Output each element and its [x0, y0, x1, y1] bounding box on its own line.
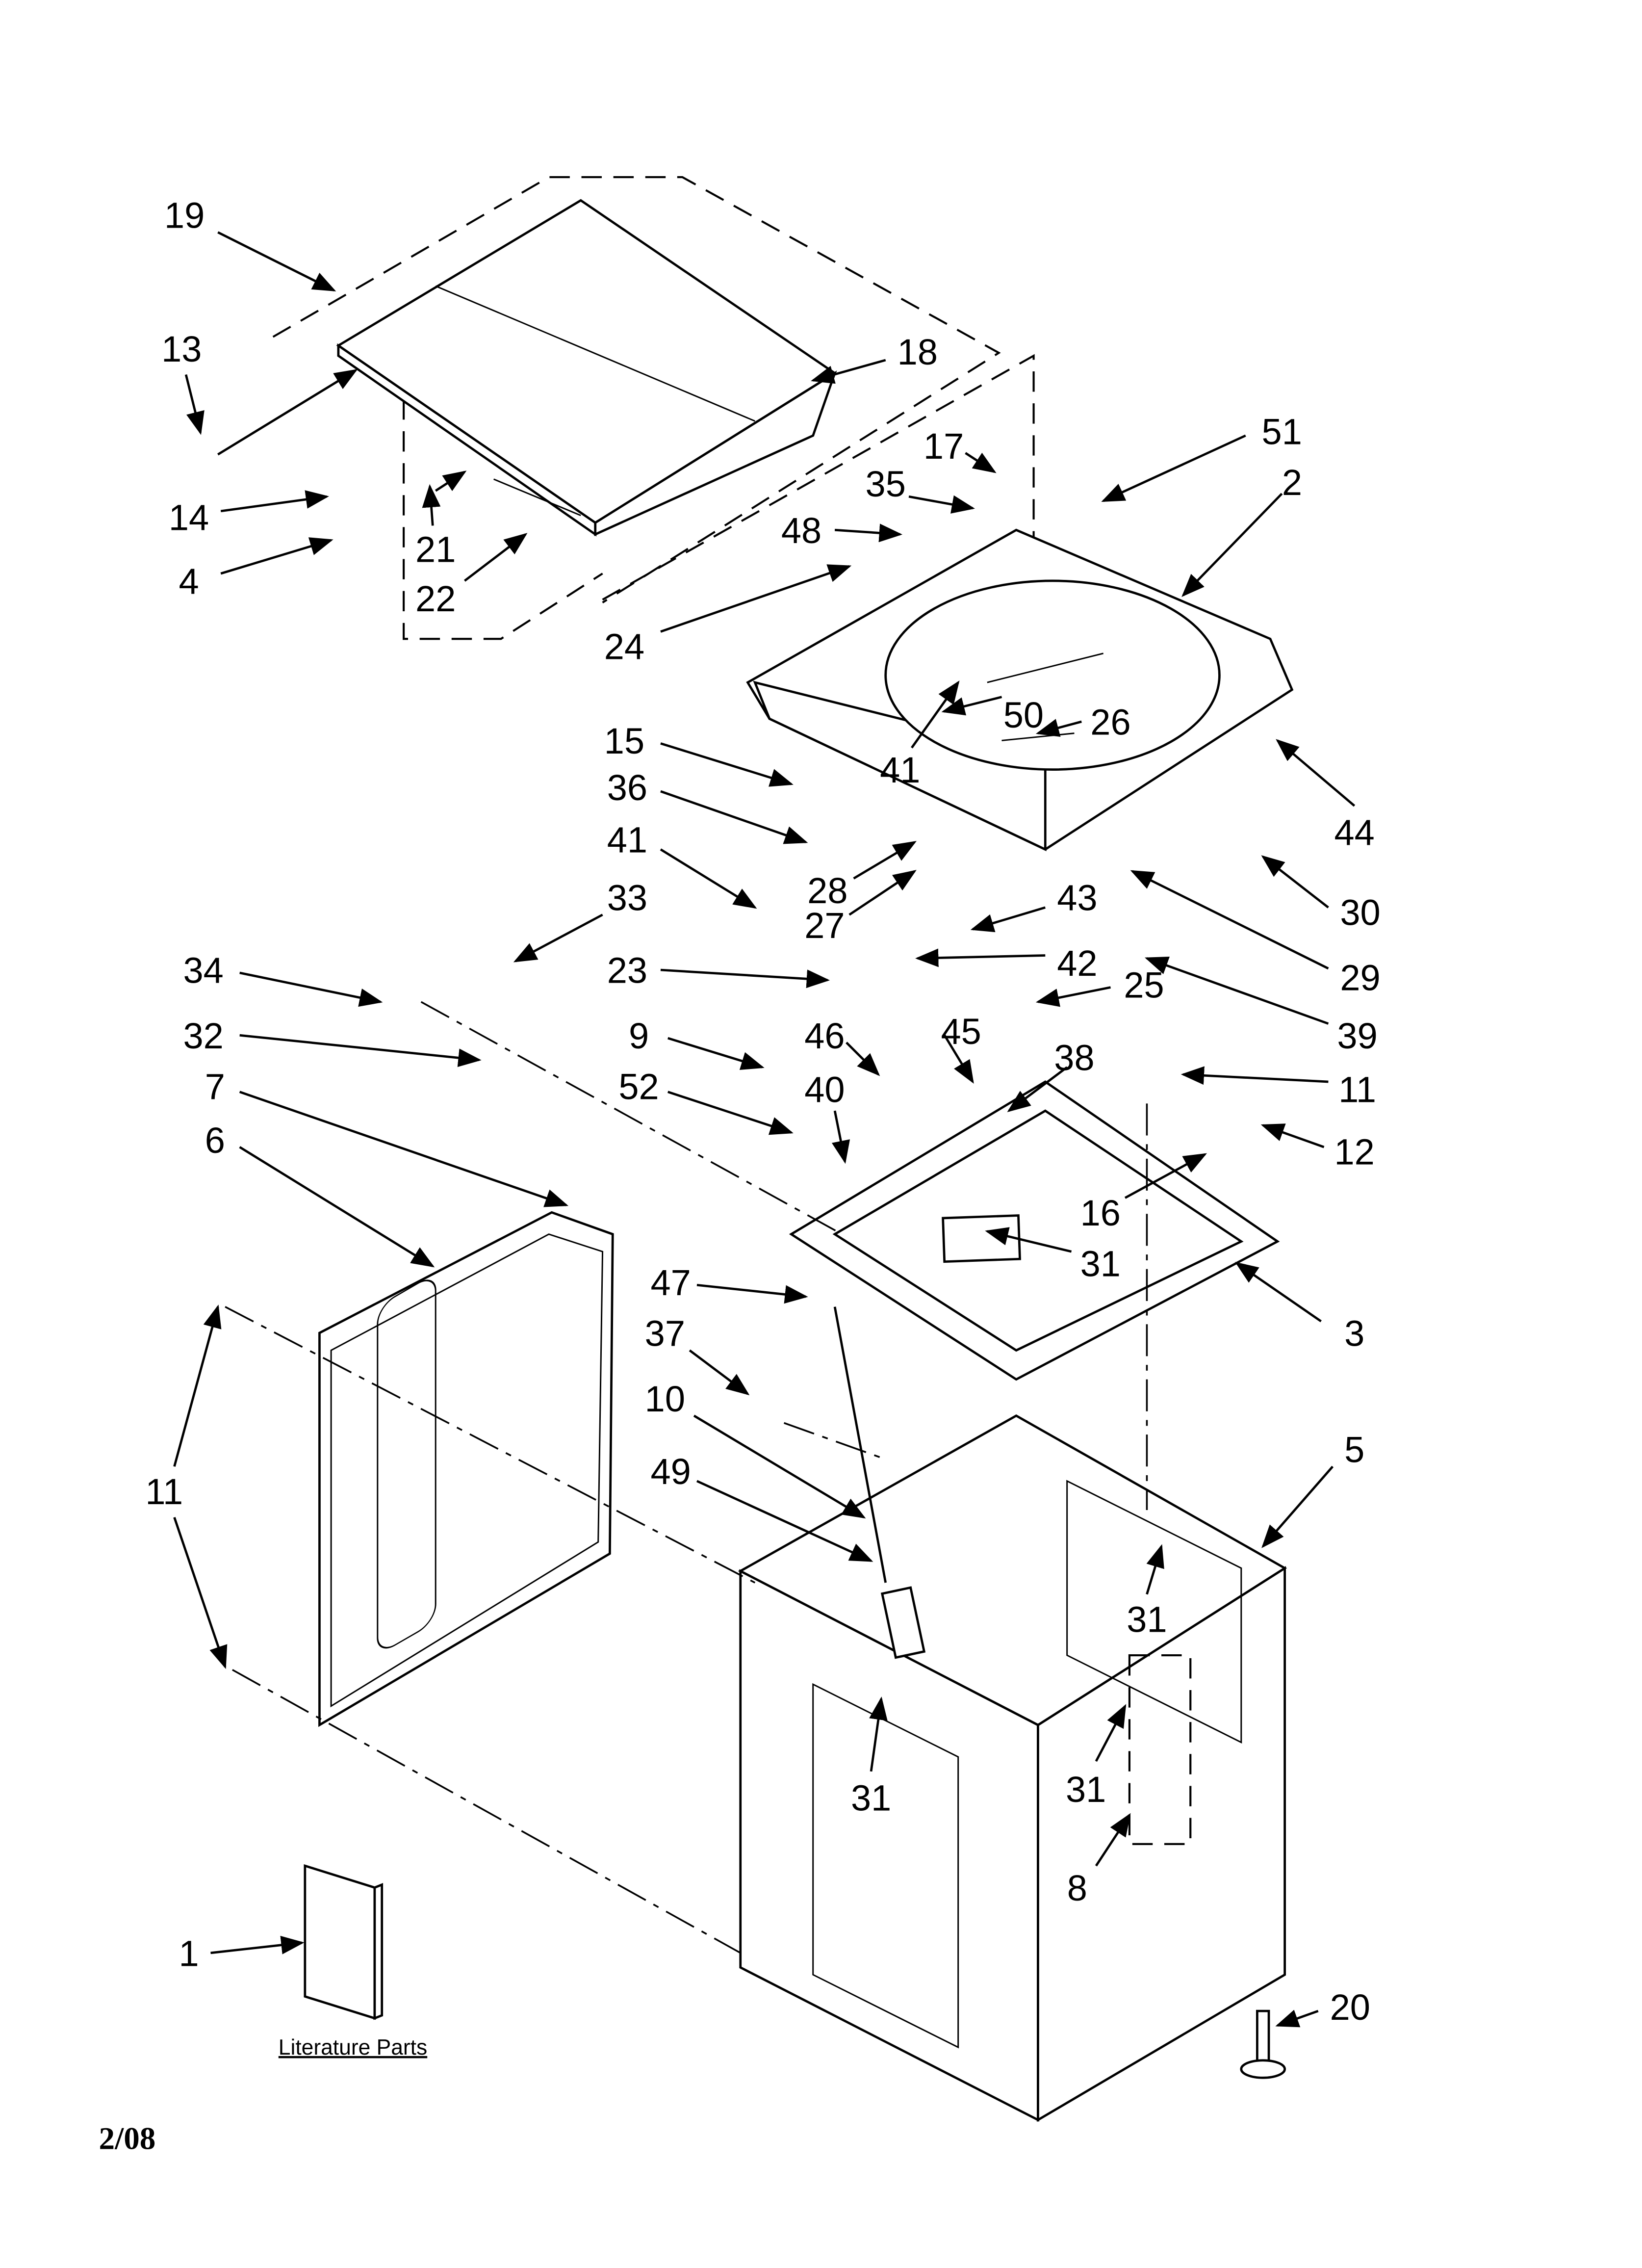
callout-47: 47 [651, 1262, 691, 1303]
callout-arrows [173, 231, 1356, 2028]
suspension-rod [833, 1306, 887, 1583]
callout-30: 30 [1340, 892, 1380, 933]
literature-book [304, 1864, 384, 2020]
cabinet [738, 1414, 1287, 2122]
callout-51: 51 [1262, 412, 1302, 452]
callout-40: 40 [804, 1069, 845, 1110]
callout-9: 9 [629, 1016, 649, 1056]
callout-49: 49 [651, 1451, 691, 1492]
callout-45: 45 [941, 1011, 981, 1052]
lid [336, 199, 837, 537]
callout-4: 4 [179, 561, 199, 602]
callout-38: 38 [1054, 1037, 1094, 1078]
callout-31: 31 [1080, 1244, 1121, 1284]
callout-23: 23 [607, 950, 647, 991]
callout-5: 5 [1344, 1429, 1364, 1470]
callout-43: 43 [1057, 878, 1097, 918]
callout-18: 18 [898, 332, 938, 372]
callout-6: 6 [205, 1120, 225, 1161]
callout-46: 46 [804, 1016, 845, 1056]
callout-10: 10 [645, 1379, 685, 1419]
callout-3: 3 [1344, 1313, 1364, 1354]
callout-20: 20 [1330, 1987, 1370, 2028]
callout-17: 17 [924, 426, 964, 467]
callout-22: 22 [415, 578, 456, 619]
callout-35: 35 [866, 464, 906, 504]
callout-41: 41 [880, 750, 920, 790]
callout-36: 36 [607, 767, 647, 808]
callout-16: 16 [1080, 1193, 1121, 1233]
callout-31c: 31 [851, 1778, 891, 1819]
callout-11b: 11 [145, 1471, 183, 1512]
literature-parts-label: Literature Parts [279, 2035, 427, 2059]
callout-33: 33 [607, 878, 647, 918]
callout-39: 39 [1337, 1016, 1377, 1056]
callout-11: 11 [1338, 1069, 1376, 1110]
callout-29: 29 [1340, 957, 1380, 998]
callout-37: 37 [645, 1313, 685, 1354]
callout-24: 24 [604, 626, 644, 667]
callout-27: 27 [804, 905, 845, 946]
callout-32: 32 [183, 1016, 224, 1056]
callout-31d: 31 [1066, 1769, 1106, 1810]
callout-13: 13 [161, 329, 202, 369]
callout-41b: 41 [607, 819, 647, 860]
leveling-foot [1240, 2009, 1286, 2079]
callout-44: 44 [1334, 812, 1375, 853]
callout-8: 8 [1067, 1868, 1087, 1908]
back-panel [318, 1211, 614, 1727]
callout-52: 52 [618, 1066, 659, 1107]
callout-2: 2 [1282, 462, 1302, 503]
lid-group-outline [272, 176, 1001, 640]
callout-34: 34 [183, 950, 224, 991]
callout-28: 28 [807, 870, 847, 911]
callout-labels: 19 13 14 4 21 22 18 17 35 48 51 2 24 50 … [145, 195, 1380, 2028]
callout-31b: 31 [1127, 1599, 1167, 1640]
lid-outline-right [602, 354, 1035, 601]
dashed-leaders [225, 1001, 1148, 1954]
callout-50: 50 [1003, 695, 1044, 735]
callout-26: 26 [1090, 702, 1130, 743]
callout-19: 19 [164, 195, 205, 236]
callout-12: 12 [1334, 1132, 1375, 1173]
spring [880, 1586, 926, 1659]
top-cabinet [746, 528, 1294, 852]
callout-7: 7 [205, 1066, 225, 1107]
callout-1: 1 [179, 1933, 199, 1974]
callout-48: 48 [781, 510, 821, 551]
callout-15: 15 [604, 721, 644, 761]
callout-21: 21 [415, 529, 456, 570]
base-frame [789, 1080, 1280, 1381]
callout-42: 42 [1057, 943, 1097, 984]
callout-25: 25 [1124, 965, 1164, 1005]
date-code: 2/08 [99, 2121, 156, 2156]
callout-14: 14 [169, 497, 209, 538]
